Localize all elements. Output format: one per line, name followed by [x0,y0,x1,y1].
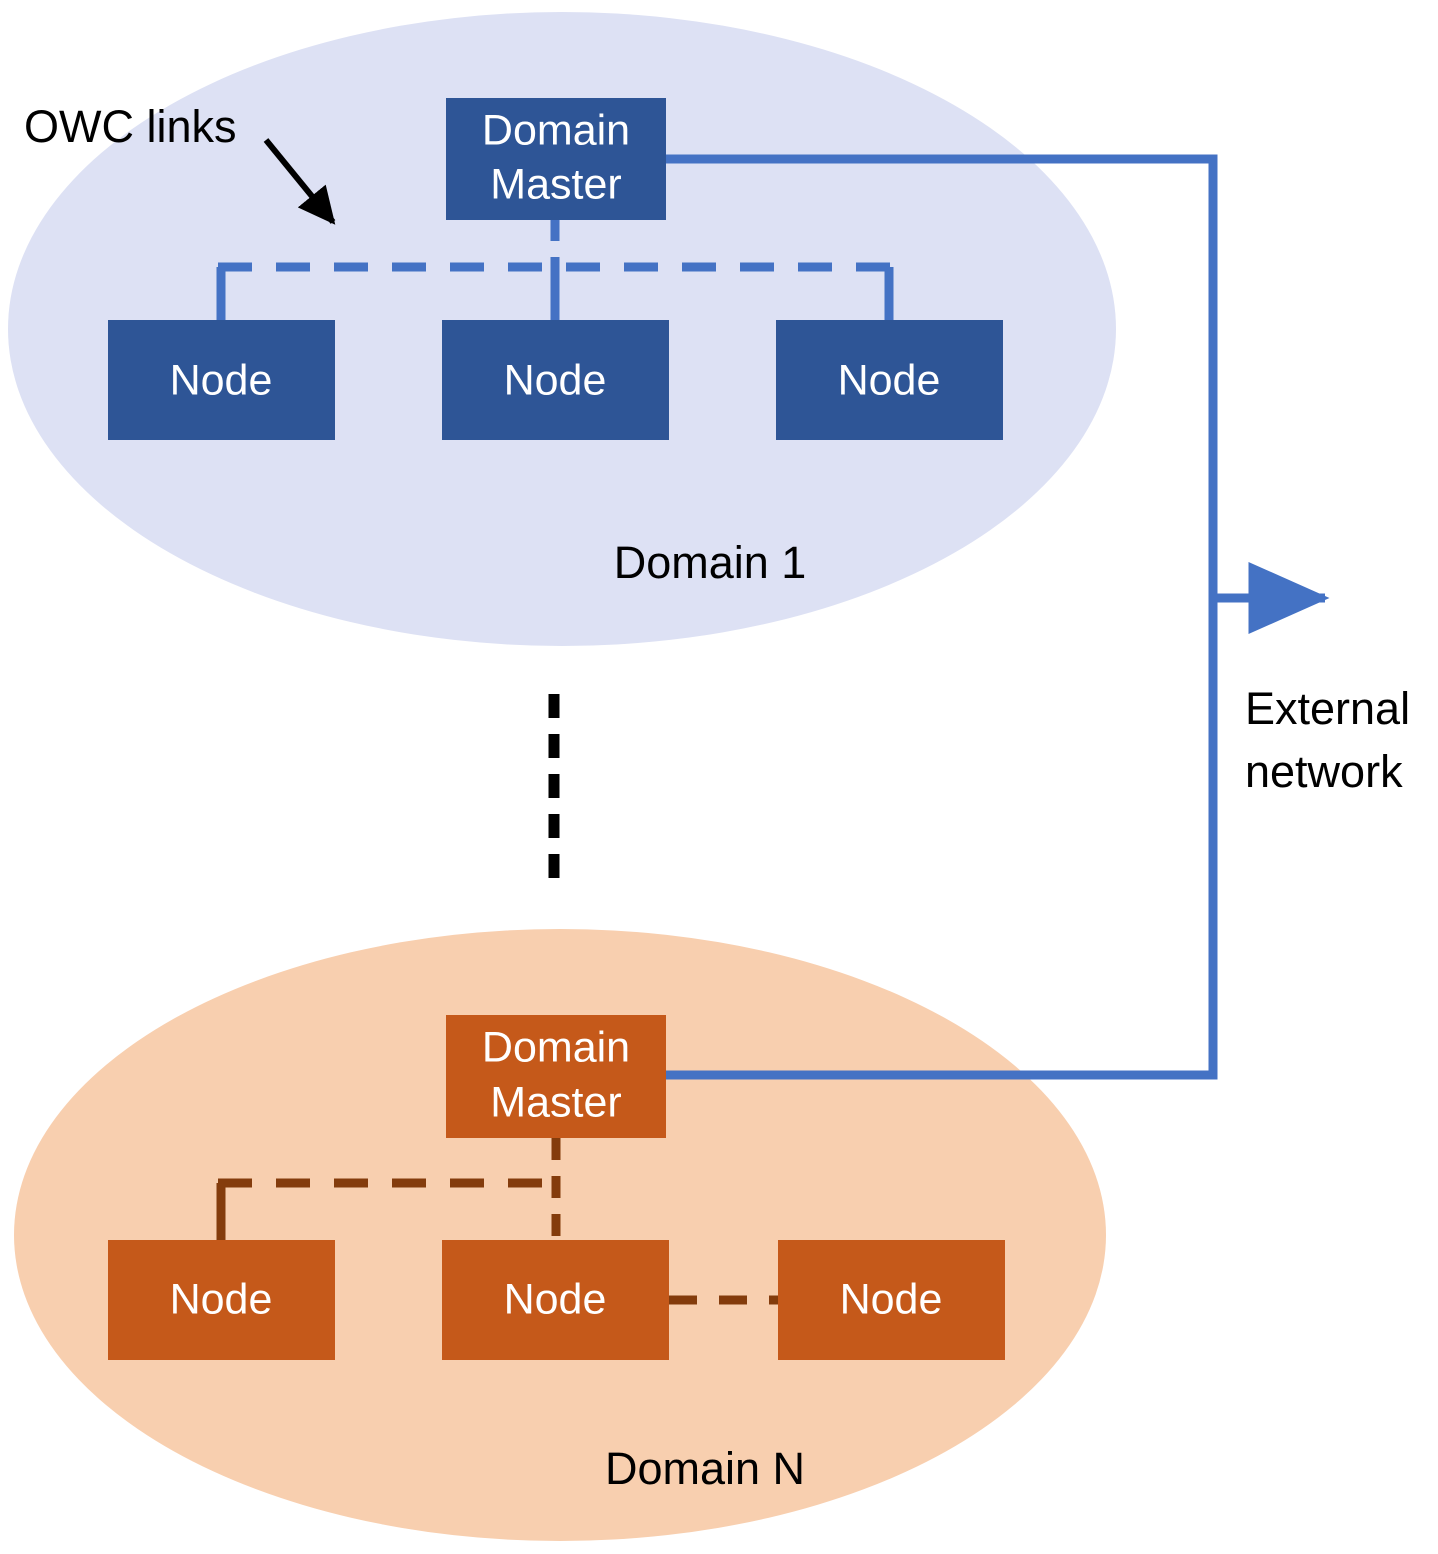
domain-n-node-1-label: Node [170,1275,273,1323]
domain-n-node-1-box[interactable] [108,1240,335,1360]
external-network-label-line2: network [1245,746,1403,797]
domain-1-owc-bus [216,219,894,322]
domain-n-node-3[interactable]: Node [778,1240,1005,1360]
domain-1-node-1[interactable]: Node [108,320,335,440]
domain-1-master-box[interactable] [446,98,666,220]
owc-links-arrow-icon [263,138,336,225]
domain-1-label: Domain 1 [614,537,807,588]
domain-n-node-2-label: Node [504,1275,607,1323]
domain-n-master[interactable]: Domain Master [446,1015,666,1138]
external-network-label-line1: External [1245,683,1410,734]
domain-n-owc-bus [216,1138,779,1305]
external-backbone-path [666,154,1218,1080]
domain-n-label: Domain N [605,1443,805,1494]
domain-1-master[interactable]: Domain Master [446,98,666,220]
domain-n-node-3-label: Node [840,1275,943,1323]
domain-1-node-1-label: Node [170,356,273,404]
domain-n-node-2-box[interactable] [442,1240,669,1360]
domain-1-master-label-line1: Domain [482,106,630,154]
domain-1-node-3[interactable]: Node [776,320,1003,440]
domain-1-node-3-box[interactable] [776,320,1003,440]
domain-n-group: Domain Master Node Node Node Domain N [14,929,1106,1541]
domain-1-node-2-label: Node [504,356,607,404]
domain-n-master-label-line2: Master [490,1078,621,1126]
external-network-link: External network [666,154,1410,1080]
domain-n-master-box[interactable] [446,1015,666,1138]
domain-n-node-2[interactable]: Node [442,1240,669,1360]
domain-1-group: Domain Master Node Node Node Domain 1 [8,12,1116,646]
domain-1-node-3-label: Node [838,356,941,404]
domain-1-node-2-box[interactable] [442,320,669,440]
owc-links-label: OWC links [24,101,237,152]
domain-1-master-label-line2: Master [490,160,621,208]
domain-1-node-2[interactable]: Node [442,320,669,440]
domain-n-node-3-box[interactable] [778,1240,1005,1360]
owc-links-annotation: OWC links [24,101,336,225]
domain-1-node-1-box[interactable] [108,320,335,440]
domain-n-node-1[interactable]: Node [108,1240,335,1360]
domain-n-master-label-line1: Domain [482,1023,630,1071]
